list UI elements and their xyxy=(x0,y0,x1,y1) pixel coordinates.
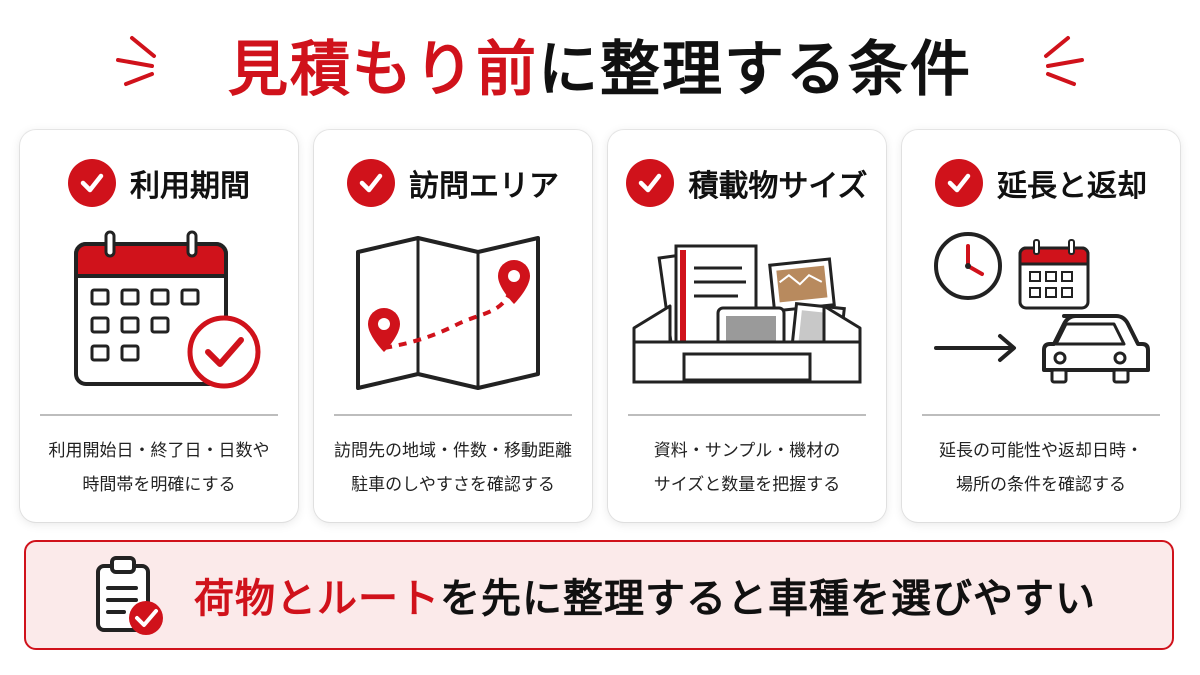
card-divider xyxy=(922,414,1160,416)
check-circle-icon xyxy=(347,159,395,207)
calendar-check-icon xyxy=(74,230,261,389)
card-divider xyxy=(628,414,866,416)
page-title-rest: に整理する条件 xyxy=(538,35,972,105)
card-desc-line: サイズと数量を把握する xyxy=(653,475,841,495)
card-cargo-size: 積載物サイズ 資料・サンプル・ xyxy=(608,130,886,522)
check-circle-icon xyxy=(68,159,116,207)
card-title: 延長と返却 xyxy=(997,169,1147,204)
condition-cards: 利用期間 利用開始日・終了日・日数や 時間帯を明確にする 訪問 xyxy=(20,130,1180,522)
banner-highlight: 荷物とルート xyxy=(194,576,440,622)
map-route-icon xyxy=(356,236,540,390)
card-header: 積載物サイズ xyxy=(608,156,886,210)
card-title: 積載物サイズ xyxy=(688,169,868,204)
card-visit-area: 訪問エリア 訪問先の地域・件数・移動距離 駐車のしやすさを確認する xyxy=(314,130,592,522)
card-header: 訪問エリア xyxy=(314,156,592,210)
emphasis-burst-left-icon xyxy=(116,36,156,86)
banner-message: 荷物とルートを先に整理すると車種を選びやすい xyxy=(194,542,1096,648)
card-description: 訪問先の地域・件数・移動距離 駐車のしやすさを確認する xyxy=(322,434,584,502)
card-divider xyxy=(334,414,572,416)
card-title: 訪問エリア xyxy=(409,169,559,204)
card-title: 利用期間 xyxy=(130,169,250,204)
card-divider xyxy=(40,414,278,416)
card-desc-line: 訪問先の地域・件数・移動距離 xyxy=(334,441,572,461)
check-circle-icon xyxy=(626,159,675,207)
banner-rest: を先に整理すると車種を選びやすい xyxy=(440,576,1096,622)
card-desc-line: 延長の可能性や返却日時・ xyxy=(939,441,1143,461)
check-circle-icon xyxy=(935,159,983,207)
page-title-highlight: 見積もり前 xyxy=(228,35,538,105)
summary-banner: 荷物とルートを先に整理すると車種を選びやすい xyxy=(24,540,1174,650)
card-desc-line: 時間帯を明確にする xyxy=(82,475,236,495)
card-header: 延長と返却 xyxy=(902,156,1180,210)
card-desc-line: 駐車のしやすさを確認する xyxy=(351,475,555,495)
card-extension-return: 延長と返却 xyxy=(902,130,1180,522)
clock-calendar-car-icon xyxy=(934,232,1150,384)
card-description: 利用開始日・終了日・日数や 時間帯を明確にする xyxy=(28,434,290,502)
card-desc-line: 利用開始日・終了日・日数や xyxy=(48,441,270,461)
page-title: 見積もり前に整理する条件 xyxy=(0,24,1200,116)
card-desc-line: 場所の条件を確認する xyxy=(956,475,1126,495)
page-title-text: 見積もり前に整理する条件 xyxy=(228,40,972,100)
card-desc-line: 資料・サンプル・機材の xyxy=(653,441,841,461)
card-description: 資料・サンプル・機材の サイズと数量を把握する xyxy=(616,434,878,502)
cargo-box-icon xyxy=(632,244,862,384)
card-usage-period: 利用期間 利用開始日・終了日・日数や 時間帯を明確にする xyxy=(20,130,298,522)
emphasis-burst-right-icon xyxy=(1044,36,1084,86)
clipboard-check-icon xyxy=(96,556,163,635)
card-description: 延長の可能性や返却日時・ 場所の条件を確認する xyxy=(910,434,1172,502)
card-header: 利用期間 xyxy=(20,156,298,210)
